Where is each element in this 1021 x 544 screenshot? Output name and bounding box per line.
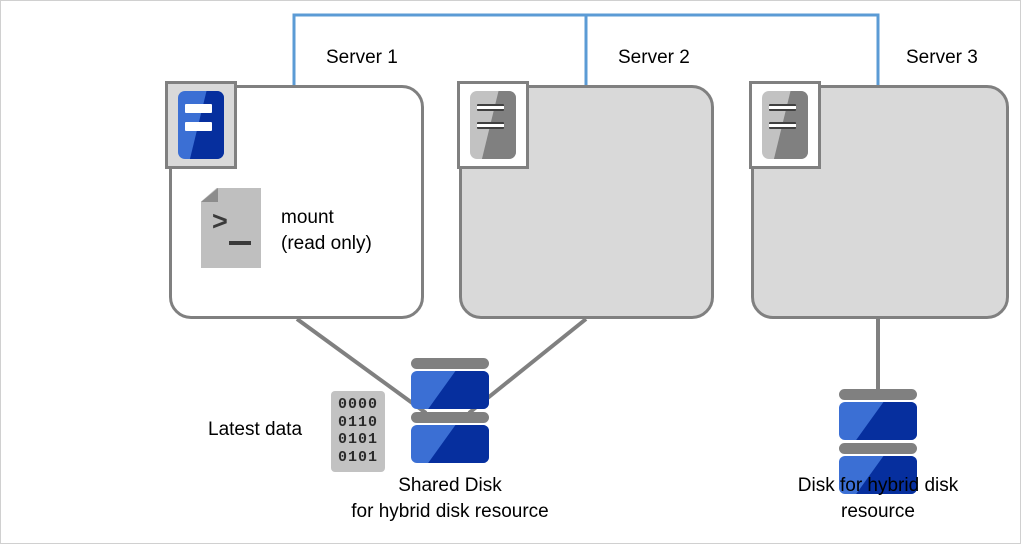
hybrid-disk-caption: Disk for hybrid disk resource <box>798 473 959 524</box>
shared-disk-icon[interactable] <box>411 358 489 463</box>
disk-platter-wedge <box>428 425 489 463</box>
app-icon-bar-top <box>477 104 504 111</box>
disk-platter-wedge <box>856 402 917 440</box>
disk-platter-wedge <box>428 371 489 409</box>
mount-label-line1: mount <box>281 207 334 228</box>
disk-cap-middle <box>411 412 489 423</box>
app-icon-bar-bottom <box>185 122 212 131</box>
app-icon-body <box>762 91 808 159</box>
disk-platter-bottom <box>839 456 917 494</box>
app-icon-body <box>470 91 516 159</box>
app-icon-bar-bottom <box>477 122 504 129</box>
disk-platter-top <box>839 402 917 440</box>
app-icon-body <box>178 91 224 159</box>
server-box-2[interactable] <box>459 85 714 319</box>
binary-row: 0101 <box>338 448 379 466</box>
disk-platter-bottom <box>411 425 489 463</box>
server-app-icon-inactive-3 <box>749 81 821 169</box>
binary-row: 0101 <box>338 431 379 449</box>
disk-cap-top <box>839 389 917 400</box>
shared-disk-caption: Shared Disk for hybrid disk resource <box>351 473 548 524</box>
binary-data-icon: 0000 0110 0101 0101 <box>331 391 386 473</box>
caption-line1: Shared Disk <box>398 475 502 496</box>
server-app-icon-inactive-2 <box>457 81 529 169</box>
server-app-icon-active <box>165 81 237 169</box>
mount-label-line2: (read only) <box>281 232 372 254</box>
disk-cap-top <box>411 358 489 369</box>
app-icon-bar-bottom <box>769 122 796 129</box>
network-bracket <box>292 13 880 87</box>
caption-line2: resource <box>841 500 915 522</box>
script-underscore <box>229 241 251 245</box>
script-prompt-glyph: > <box>212 206 228 236</box>
disk-cap-middle <box>839 443 917 454</box>
app-icon-bar-top <box>185 104 212 113</box>
hybrid-disk-icon[interactable] <box>839 389 917 494</box>
server-label-2: Server 2 <box>618 47 690 68</box>
server-label-3: Server 3 <box>906 47 978 68</box>
caption-line1: Disk for hybrid disk <box>797 475 959 496</box>
server-label-1: Server 1 <box>326 47 398 68</box>
latest-data-label: Latest data <box>208 419 303 440</box>
app-icon-bar-top <box>769 104 796 111</box>
binary-row: 0110 <box>338 413 379 431</box>
caption-line2: for hybrid disk resource <box>351 500 549 522</box>
binary-row: 0000 <box>338 396 379 413</box>
mount-label: mount (read only) <box>281 205 372 256</box>
disk-platter-top <box>411 371 489 409</box>
